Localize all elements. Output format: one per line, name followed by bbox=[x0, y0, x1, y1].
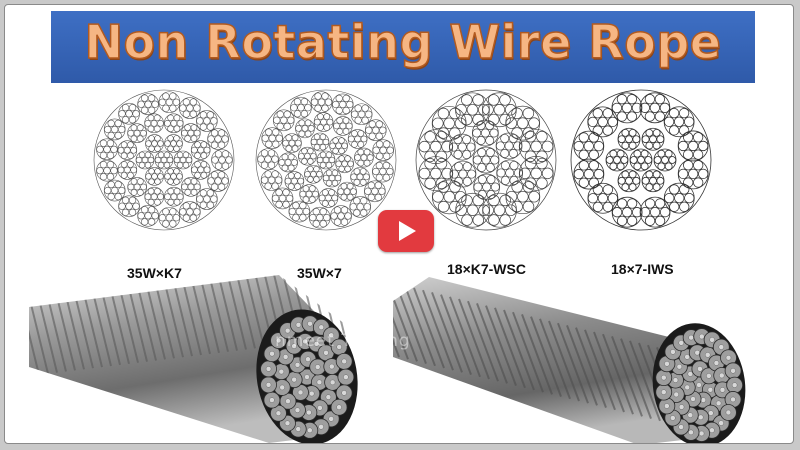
cross-section-18x7-iws bbox=[570, 89, 712, 231]
cross-section-35w7 bbox=[255, 89, 397, 231]
rope-label-18x7-iws: 18×7-IWS bbox=[611, 261, 674, 277]
rope-image-left bbox=[29, 275, 358, 443]
rope-label-35w7: 35W×7 bbox=[297, 265, 342, 281]
video-thumbnail[interactable]: Non Rotating Wire Rope 35W×K7 35W×7 18×K… bbox=[4, 4, 794, 444]
cross-section-18k7-wsc bbox=[415, 89, 557, 231]
page-title: Non Rotating Wire Rope bbox=[84, 14, 722, 70]
title-banner: Non Rotating Wire Rope bbox=[51, 11, 755, 83]
play-button[interactable] bbox=[378, 210, 434, 252]
cross-section-35wk7 bbox=[93, 89, 235, 231]
rope-image-right bbox=[393, 277, 746, 443]
rope-label-35wk7: 35W×K7 bbox=[127, 265, 182, 281]
rope-label-18k7-wsc: 18×K7-WSC bbox=[447, 261, 526, 277]
play-icon bbox=[399, 221, 416, 241]
watermark-text: nmeet Trading bbox=[275, 331, 411, 351]
